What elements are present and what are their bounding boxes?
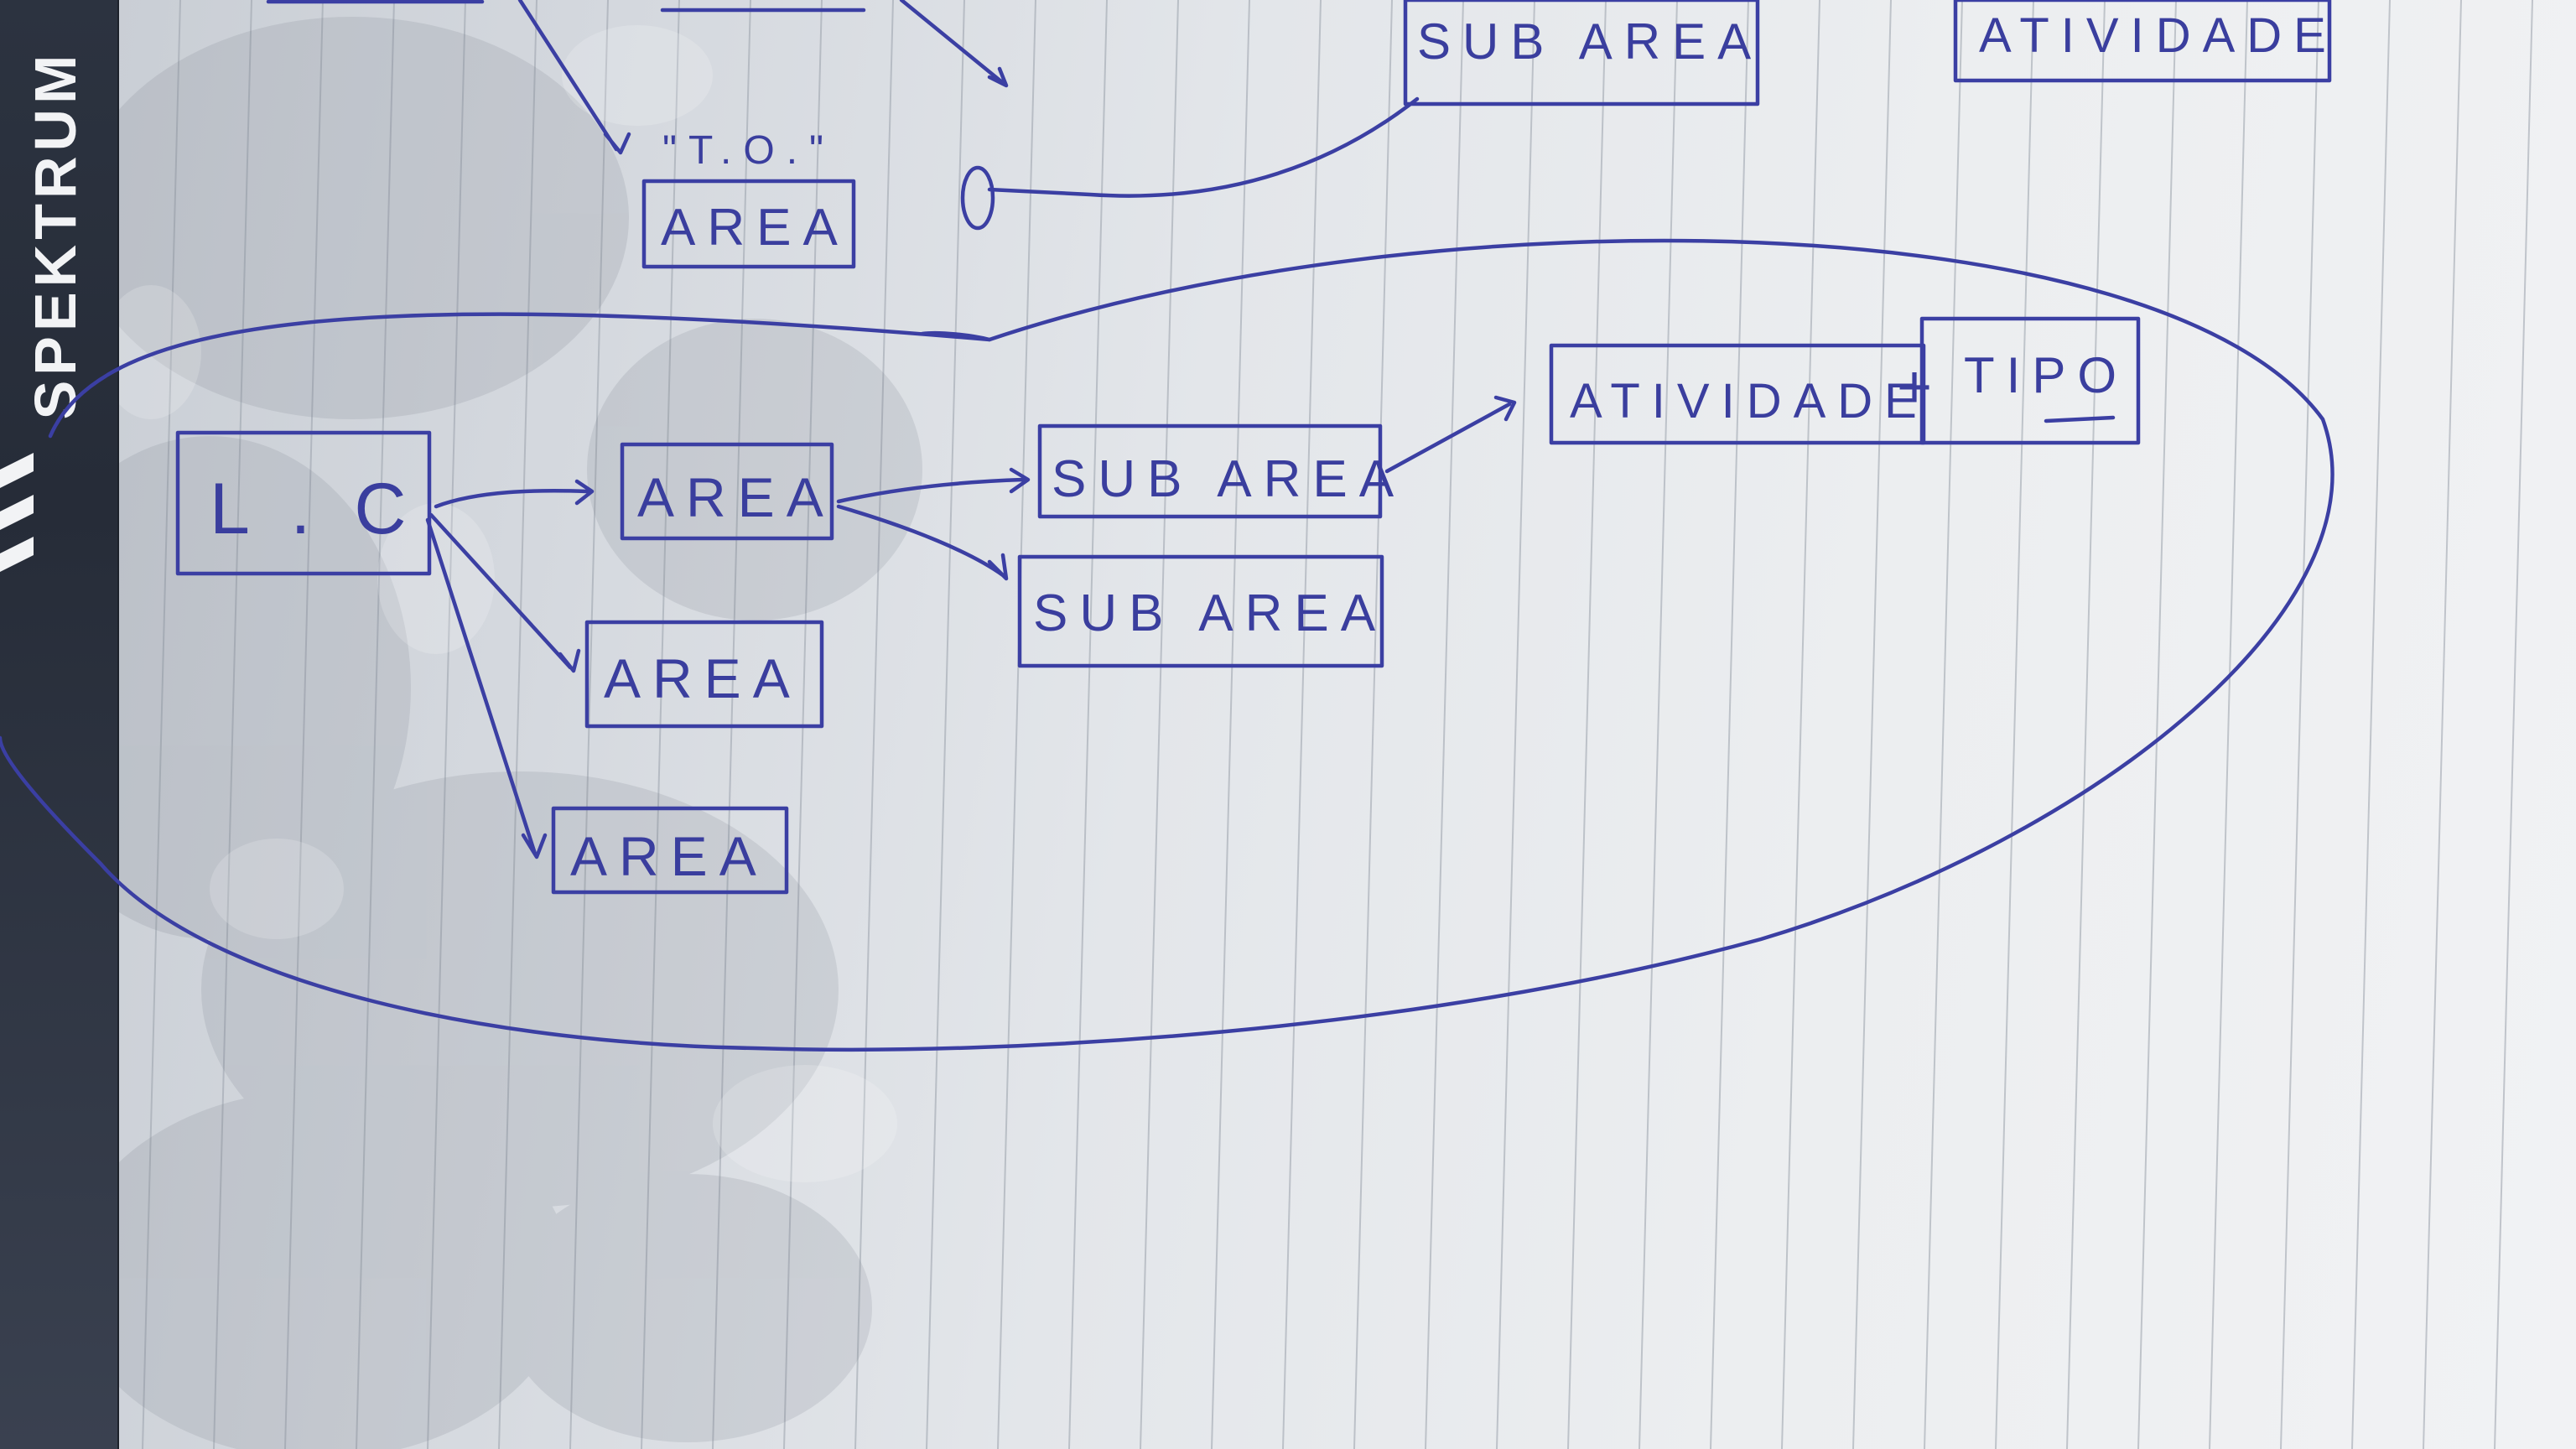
area-top-label: AREA [661,199,849,257]
sub-area-1-box [1037,423,1383,519]
area-3-box [551,806,789,895]
atividade-label: ATIVIDADE [1570,374,1929,428]
sub-area-2-label: SUB AREA [1033,584,1387,642]
area-1-label: AREA [637,466,835,528]
tipo-label: TIPO [1964,347,2128,403]
sub-area-2-box [1017,554,1384,668]
atividade-top-label: ATIVIDADE [1979,8,2338,63]
area-top-box [641,179,856,269]
spine-stripes-icon [0,453,34,572]
tipo-underline [2044,415,2116,423]
plus-sign: + [1897,354,1932,421]
area-2-label: AREA [604,647,802,709]
arrow-lc-area2 [428,512,581,673]
arrow-lc-area3 [425,517,548,860]
circle-mark-icon [960,165,995,231]
tipo-box [1919,316,2141,445]
arrow-to-to-area [517,0,631,155]
sub-area-top-label: SUB AREA [1417,13,1763,70]
arrow-top-middle [899,0,1009,88]
sub-area-top-box [1403,0,1760,106]
area-3-label: AREA [570,825,768,887]
to-label: "T.O." [662,128,835,173]
area-1-box [620,442,834,541]
area-2-box [584,620,824,729]
sub-area-1-label: SUB AREA [1052,450,1405,508]
arrow-subarea1-atividade [1384,395,1517,474]
enclosing-loop [0,238,2334,1052]
atividade-top-box [1953,0,2332,83]
notebook-spine: SPEKTRUM [0,0,119,1449]
arrow-area1-subarea1 [836,467,1031,504]
arrow-area1-subarea2 [836,504,1009,581]
connector-sub-area-top [987,96,1420,198]
arrow-lc-area1 [434,479,595,509]
lc-box [175,430,432,576]
lc-label: L . C [210,469,418,549]
loop-tail [920,330,992,342]
